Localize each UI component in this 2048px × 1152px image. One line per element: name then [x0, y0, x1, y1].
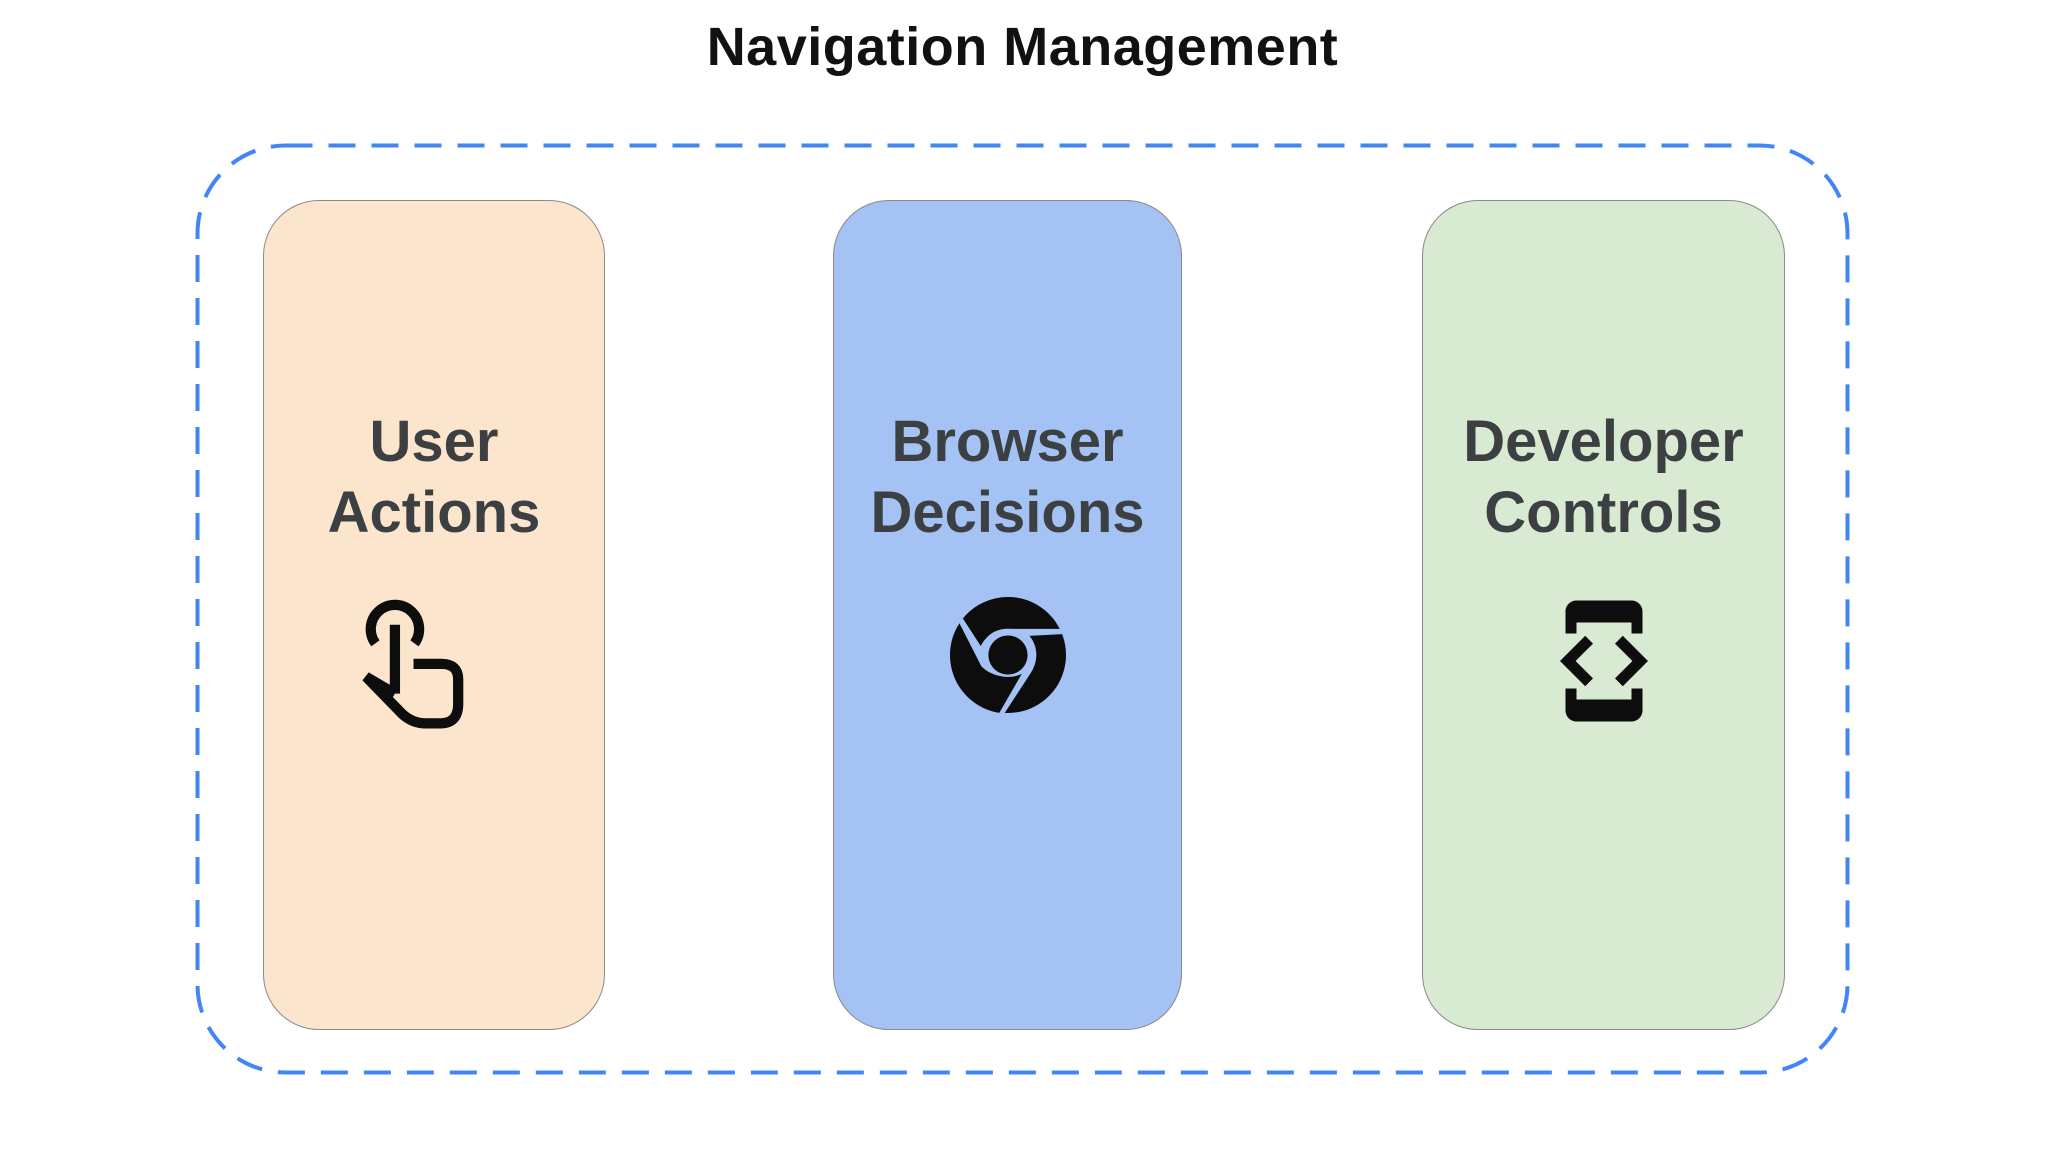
card-label-line2: Decisions: [870, 479, 1145, 545]
card-label: Developer Controls: [1463, 407, 1743, 549]
card-icon-area: [350, 595, 518, 755]
card-user-actions: User Actions: [263, 200, 605, 1030]
card-label: User Actions: [328, 407, 541, 549]
card-label-line2: Actions: [327, 479, 541, 545]
developer-mode-icon: [1559, 600, 1648, 721]
card-label-line1: Developer: [1463, 409, 1744, 474]
page-title: Navigation Management: [706, 17, 1339, 77]
card-label-line1: User: [369, 409, 499, 474]
touch-gesture-icon: [362, 599, 464, 728]
chrome-icon: [949, 596, 1066, 713]
card-icon-area: [1538, 595, 1670, 755]
card-label-line1: Browser: [891, 409, 1124, 474]
card-icon-area: [949, 595, 1066, 755]
dashed-border: [195, 143, 1850, 1075]
dashed-group-frame: [195, 143, 1850, 1075]
card-developer-controls: Developer Controls: [1422, 200, 1785, 1030]
card-label-line2: Controls: [1484, 479, 1723, 545]
card-browser-decisions: Browser Decisions: [833, 200, 1182, 1030]
card-label: Browser Decisions: [871, 407, 1145, 549]
